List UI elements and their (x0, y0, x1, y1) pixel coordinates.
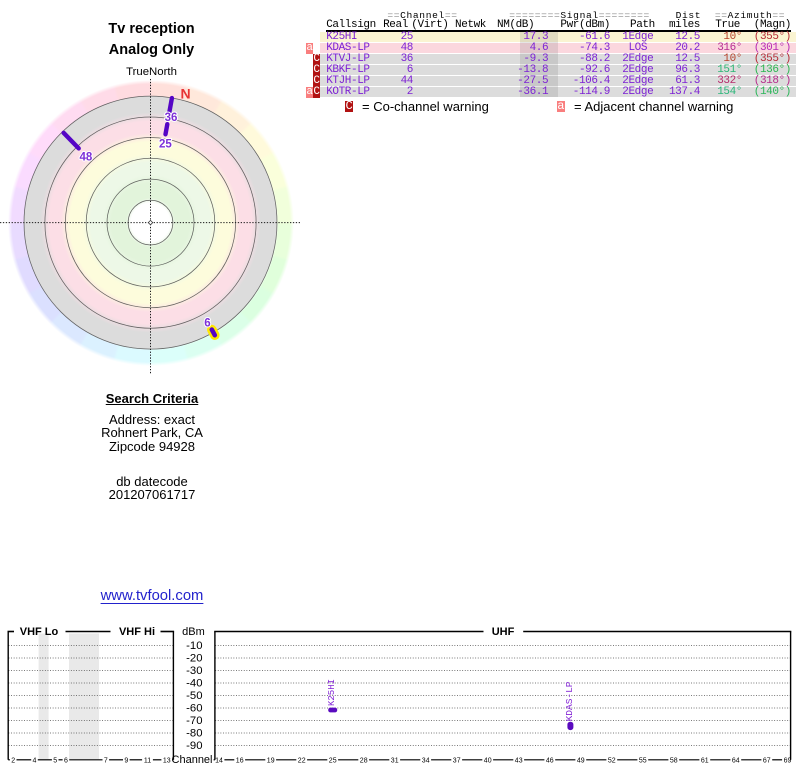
svg-text:31: 31 (391, 757, 399, 764)
svg-text:61: 61 (701, 757, 709, 764)
svg-text:46: 46 (546, 757, 554, 764)
svg-text:9: 9 (124, 757, 128, 764)
svg-text:-10: -10 (186, 640, 202, 652)
svg-text:4: 4 (33, 757, 37, 764)
svg-text:19: 19 (267, 757, 275, 764)
svg-text:6: 6 (64, 757, 68, 764)
svg-text:-90: -90 (186, 740, 202, 752)
svg-text:VHF Hi: VHF Hi (119, 626, 155, 638)
svg-text:Channel: Channel (172, 754, 213, 766)
svg-text:55: 55 (639, 757, 647, 764)
svg-text:N: N (181, 85, 191, 101)
svg-text:37: 37 (453, 757, 461, 764)
svg-text:34: 34 (422, 757, 430, 764)
svg-text:7: 7 (104, 757, 108, 764)
svg-text:69: 69 (784, 757, 792, 764)
svg-text:-50: -50 (186, 690, 202, 702)
svg-text:-30: -30 (186, 665, 202, 677)
svg-text:11: 11 (144, 757, 151, 764)
svg-text:UHF: UHF (492, 626, 515, 638)
svg-text:67: 67 (763, 757, 771, 764)
svg-text:-60: -60 (186, 703, 202, 715)
svg-text:5: 5 (53, 757, 57, 764)
svg-text:-80: -80 (186, 728, 202, 740)
svg-text:KDAS-LP: KDAS-LP (564, 681, 575, 721)
svg-text:VHF Lo: VHF Lo (20, 626, 59, 638)
svg-text:36: 36 (165, 112, 178, 124)
svg-text:-70: -70 (186, 715, 202, 727)
svg-text:25: 25 (159, 138, 172, 150)
svg-text:40: 40 (484, 757, 492, 764)
svg-text:64: 64 (732, 757, 740, 764)
svg-text:-20: -20 (186, 653, 202, 665)
svg-text:25: 25 (329, 757, 337, 764)
svg-text:K25HI: K25HI (327, 679, 337, 706)
svg-text:13: 13 (163, 757, 171, 764)
svg-text:2: 2 (11, 757, 15, 764)
svg-text:28: 28 (360, 757, 368, 764)
svg-text:43: 43 (515, 757, 523, 764)
svg-text:48: 48 (80, 152, 93, 164)
svg-text:dBm: dBm (182, 626, 205, 638)
svg-text:52: 52 (608, 757, 616, 764)
svg-text:14: 14 (215, 757, 223, 764)
svg-text:16: 16 (236, 757, 244, 764)
svg-text:49: 49 (577, 757, 585, 764)
svg-text:6: 6 (204, 317, 210, 329)
svg-text:22: 22 (298, 757, 306, 764)
svg-text:-40: -40 (186, 678, 202, 690)
svg-text:58: 58 (670, 757, 678, 764)
